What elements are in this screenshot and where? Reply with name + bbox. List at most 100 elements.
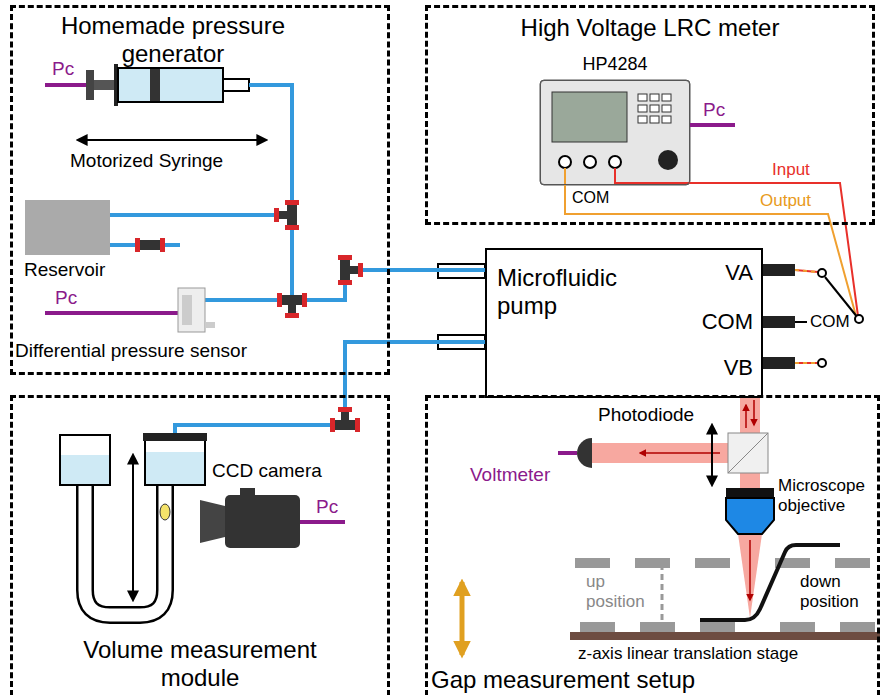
part-name: Photodiode bbox=[598, 404, 694, 426]
panel-heading: Gap measurement setup bbox=[431, 666, 695, 694]
syringe bbox=[78, 139, 266, 141]
measurement-wires bbox=[855, 315, 863, 323]
laser-optics bbox=[726, 498, 774, 534]
panel-heading: High Voltage LRC meter bbox=[428, 14, 872, 42]
lrc-meter-body bbox=[662, 116, 671, 123]
laser-optics bbox=[738, 534, 762, 618]
model-name: HP4284 bbox=[541, 54, 689, 75]
measurement-wires bbox=[795, 321, 807, 323]
measurement-wires bbox=[795, 270, 818, 272]
pin-name: COM bbox=[572, 189, 609, 207]
syringe bbox=[223, 79, 249, 91]
signal-name: Pc bbox=[703, 99, 725, 121]
syringe bbox=[150, 69, 160, 101]
ccd-camera bbox=[225, 495, 300, 548]
measurement-wires bbox=[825, 277, 858, 318]
lrc-meter-body bbox=[650, 116, 659, 123]
reservoir bbox=[25, 200, 110, 255]
measurement-wires bbox=[795, 362, 818, 364]
syringe bbox=[86, 70, 94, 100]
pressure-sensor bbox=[178, 288, 205, 332]
lrc-meter-body bbox=[552, 92, 627, 142]
pump-name: Microfluidic pump bbox=[497, 264, 667, 319]
valve-fittings bbox=[330, 407, 360, 432]
u-tube bbox=[60, 435, 110, 485]
electrode-stage bbox=[661, 566, 664, 620]
terminal-name: VB bbox=[724, 355, 753, 380]
fluid-tube bbox=[390, 268, 485, 272]
lrc-meter-body bbox=[559, 156, 571, 168]
terminal-name: COM bbox=[702, 309, 753, 334]
electrode-stage bbox=[460, 582, 465, 655]
laser-optics bbox=[558, 451, 577, 455]
syringe bbox=[45, 64, 266, 140]
tubing bbox=[110, 213, 292, 217]
position-label: down position bbox=[800, 572, 878, 611]
electrode-stage bbox=[780, 622, 815, 632]
pressure-sensor bbox=[45, 311, 178, 315]
pin-name: COM bbox=[810, 312, 850, 332]
ccd-camera bbox=[200, 488, 345, 548]
pump-ports bbox=[763, 357, 795, 369]
lrc-meter-body bbox=[638, 116, 647, 123]
fluid-tube bbox=[345, 342, 485, 395]
terminal-name: VA bbox=[725, 260, 753, 285]
electrode-stage bbox=[575, 558, 610, 568]
lrc-meter-body bbox=[540, 80, 735, 185]
u-tube bbox=[160, 504, 170, 520]
tubing bbox=[249, 85, 292, 300]
laser-optics bbox=[749, 540, 751, 600]
laser-optics bbox=[711, 425, 713, 485]
u-tube bbox=[60, 433, 207, 615]
signal-name: Pc bbox=[52, 58, 74, 80]
lrc-meter: HP4284 bbox=[540, 80, 690, 185]
laser-optics bbox=[640, 452, 720, 454]
syringe bbox=[118, 68, 223, 102]
valve-fittings bbox=[274, 200, 299, 230]
electrode-stage bbox=[835, 558, 870, 568]
lrc-meter-body bbox=[584, 156, 596, 168]
electrode-stage bbox=[580, 622, 615, 632]
laser-optics bbox=[592, 443, 728, 463]
pressure-sensor bbox=[45, 288, 215, 332]
electrode-stage bbox=[700, 622, 735, 632]
electrode-stage bbox=[695, 558, 730, 568]
electrode-stage bbox=[462, 545, 880, 655]
electrode-stage bbox=[840, 622, 875, 632]
valve-fittings bbox=[277, 293, 307, 318]
reservoir bbox=[25, 200, 110, 255]
ccd-camera bbox=[200, 500, 225, 543]
laser-optics bbox=[558, 398, 774, 618]
module-panel: Volume measurement module bbox=[10, 395, 390, 695]
lrc-meter-body bbox=[650, 94, 659, 101]
pressure-sensor bbox=[205, 322, 215, 328]
lrc-meter-body bbox=[650, 105, 659, 112]
u-tube bbox=[146, 452, 204, 484]
laser-optics bbox=[726, 488, 774, 498]
u-tube bbox=[145, 440, 205, 485]
measurement-wires bbox=[818, 269, 826, 277]
measurement-wires bbox=[818, 359, 826, 367]
syringe bbox=[45, 83, 86, 87]
pump-box: Microfluidic pump VA COM VB bbox=[485, 248, 763, 398]
electrode-stage bbox=[640, 622, 675, 632]
pressure-sensor bbox=[182, 295, 192, 325]
measurement-wires bbox=[795, 270, 818, 272]
part-name: z-axis linear translation stage bbox=[578, 644, 798, 664]
signal-name: Output bbox=[760, 191, 811, 211]
pump-ports bbox=[763, 264, 795, 276]
signal-name: Pc bbox=[55, 287, 77, 309]
laser-optics bbox=[577, 438, 592, 468]
panel-heading: Volume measurement module bbox=[50, 636, 350, 691]
tubing bbox=[175, 395, 345, 434]
lrc-meter-body bbox=[662, 105, 671, 112]
part-name: CCD camera bbox=[212, 460, 322, 482]
u-tube bbox=[143, 433, 207, 441]
u-tube bbox=[85, 480, 165, 615]
signal-name: Pc bbox=[316, 496, 338, 518]
laser-optics bbox=[728, 433, 768, 473]
u-tube bbox=[132, 455, 134, 600]
signal-name: Input bbox=[772, 160, 810, 180]
laser-optics bbox=[753, 400, 755, 425]
